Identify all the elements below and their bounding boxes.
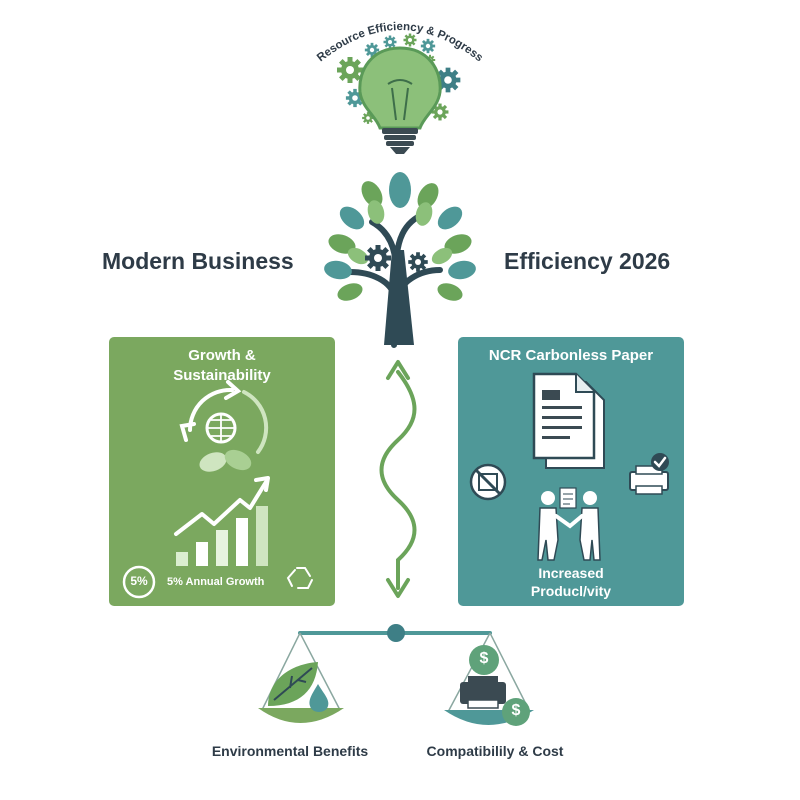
environmental-benefits-label: Environmental Benefits [211,743,369,759]
annual-growth-label: 5% Annual Growth [167,576,265,588]
right-panel: NCR Carbonless Paper Increased Producl/v… [458,337,684,606]
compatibility-cost-label: Compatibilily & Cost [426,743,564,759]
handshake-icon [537,487,601,561]
right-panel-title: NCR Carbonless Paper [488,347,654,364]
printer-check-icon [629,453,669,495]
no-paper-icon [469,463,507,501]
heading-left: Modern Business [102,248,294,274]
left-panel-title-line2: Sustainability [173,367,271,384]
left-panel-title-line1: Growth & [188,347,256,364]
leaf-water-icon [268,662,329,712]
growth-chart-icon [174,476,270,566]
cycle-globe-icon [179,380,269,472]
dollar-coin-lower: $ [511,702,521,719]
lightbulb-icon [358,46,442,154]
right-panel-caption-line2: Producl/vity [530,583,612,599]
percent-badge: 5% [130,574,148,588]
wavy-arrow-icon [379,360,417,598]
right-panel-bg [458,337,684,606]
tree-icon [324,172,476,348]
document-icon [532,372,605,469]
recycle-icon [286,567,313,589]
printer-cost-icon [460,645,530,726]
dollar-coin-upper: $ [479,650,489,667]
percent-circle [122,565,156,599]
heading-right: Efficiency 2026 [504,248,671,274]
right-panel-caption-line1: Increased [538,565,604,581]
left-panel: Growth & Sustainability 5% 5% Annual Gro… [109,337,335,606]
left-panel-bg [109,337,335,606]
